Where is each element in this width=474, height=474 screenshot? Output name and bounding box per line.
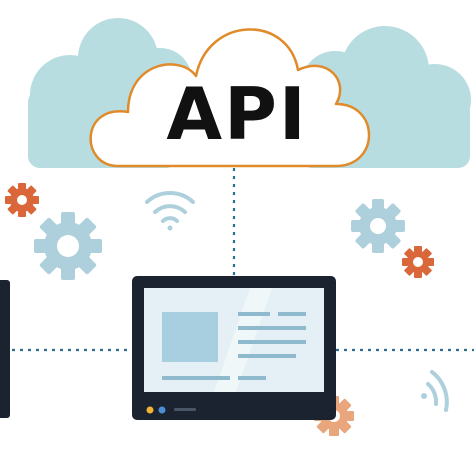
- api-title: API: [166, 72, 308, 156]
- text-lines: [162, 312, 306, 380]
- gear-icon: [34, 212, 102, 280]
- api-cloud: [89, 28, 371, 168]
- wifi-icon: [145, 191, 195, 231]
- power-led: [146, 406, 154, 414]
- gear-icon: [5, 183, 39, 217]
- api-client-device: [132, 276, 336, 420]
- connector-lines: [12, 168, 474, 352]
- wifi-icon: [421, 370, 449, 412]
- gear-icon: [351, 199, 405, 253]
- image-placeholder: [162, 312, 218, 362]
- left-device: [0, 280, 10, 418]
- gear-icon: [402, 246, 434, 278]
- api-cloud-shape: [89, 28, 371, 168]
- status-led: [158, 406, 166, 414]
- device-slot: [174, 408, 196, 411]
